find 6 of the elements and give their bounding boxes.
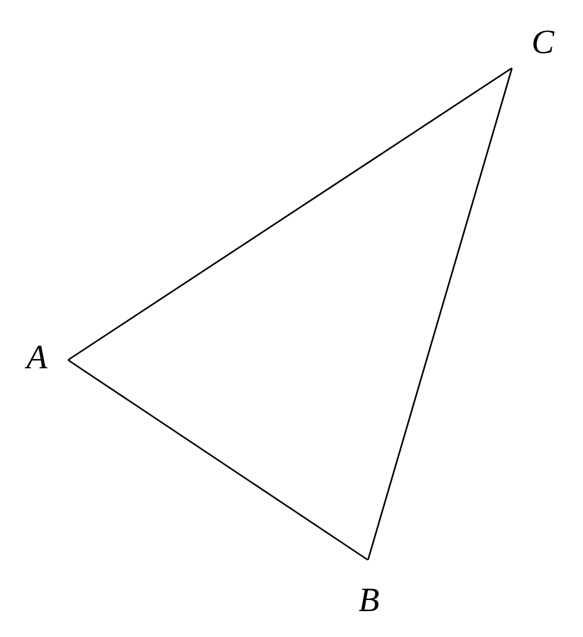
triangle-side [68,67,512,361]
triangle-side [367,68,513,560]
vertex-label: C [533,30,554,54]
vertex-label: A [24,346,48,368]
triangle-side [68,359,368,561]
vertex-label: B [358,588,379,612]
